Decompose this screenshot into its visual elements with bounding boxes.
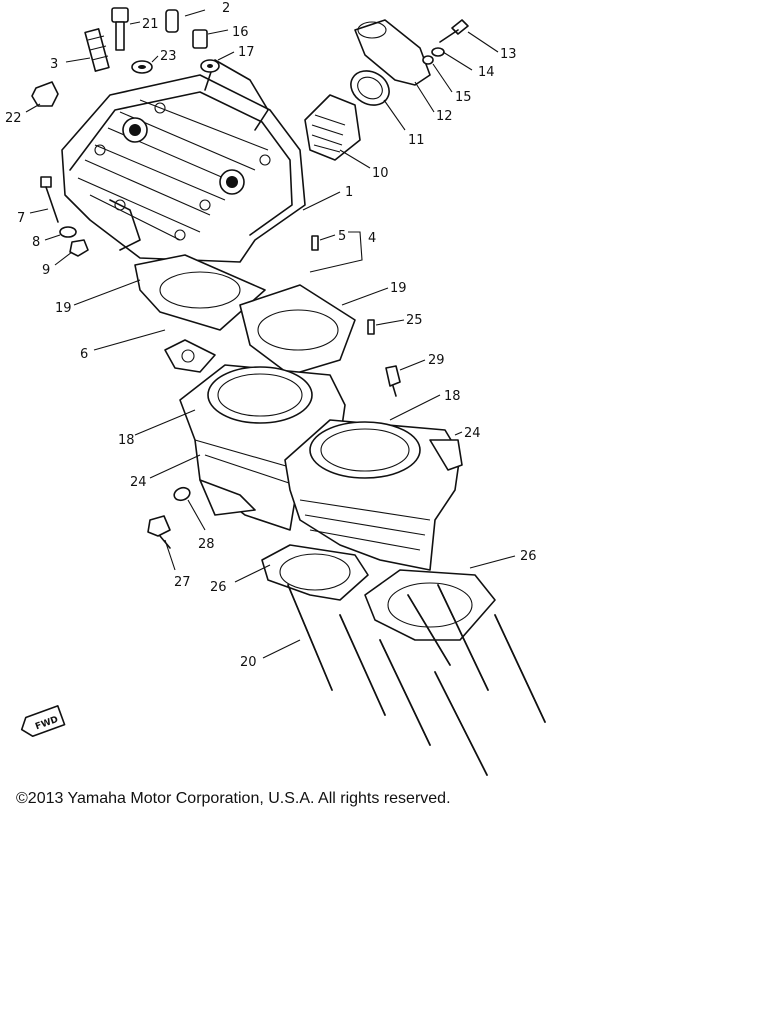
washer-23: [131, 60, 153, 74]
bolt-13: [439, 19, 469, 43]
label-9: 9: [42, 263, 50, 278]
label-6: 6: [80, 347, 88, 362]
gasket-11: [350, 70, 390, 106]
label-26-right: 26: [520, 549, 537, 564]
label-24-right: 24: [464, 426, 481, 441]
label-14: 14: [478, 65, 495, 80]
head-gasket-19-left: [134, 254, 266, 331]
label-16: 16: [232, 25, 249, 40]
label-11: 11: [408, 133, 425, 148]
label-18-left: 18: [118, 433, 135, 448]
leader-lines: [25, 9, 516, 659]
label-3: 3: [50, 57, 58, 72]
nut-9: [69, 239, 89, 257]
label-7: 7: [17, 211, 25, 226]
plug-29: [385, 365, 401, 397]
label-12: 12: [436, 109, 453, 124]
label-20: 20: [240, 655, 257, 670]
cylinder-24-left: [179, 364, 346, 531]
label-27: 27: [174, 575, 191, 590]
copyright-notice: ©2013 Yamaha Motor Corporation, U.S.A. A…: [16, 790, 451, 807]
label-23: 23: [160, 49, 177, 64]
label-21: 21: [142, 17, 159, 32]
label-4: 4: [368, 231, 376, 246]
bolt-16: [192, 29, 208, 49]
cylinder-24-right: [284, 419, 463, 571]
label-5: 5: [338, 229, 346, 244]
pin-2: [165, 9, 179, 33]
washer-28: [173, 486, 191, 502]
exploded-parts-diagram: 2 21 16 23 17 3 22 13 14 15 12 11 10 1 7…: [5, 1, 546, 776]
bolt-7: [40, 176, 59, 223]
bolt-27: [147, 515, 171, 549]
label-17: 17: [238, 45, 255, 60]
bolt-21: [111, 7, 129, 51]
spring-washer-14: [431, 47, 445, 57]
washer-15: [422, 55, 434, 65]
label-15: 15: [455, 90, 472, 105]
dowel-25: [367, 319, 375, 335]
dowel-5: [311, 235, 319, 251]
base-gasket-26-left: [261, 544, 369, 601]
label-24-left: 24: [130, 475, 147, 490]
stud-bolts-20: [287, 584, 546, 776]
spark-plug-3: [84, 28, 110, 72]
label-25: 25: [406, 313, 423, 328]
washer-17: [200, 59, 220, 73]
label-8: 8: [32, 235, 40, 250]
thermostat-10: [304, 94, 361, 161]
cylinder-head: [61, 59, 306, 263]
label-26-left: 26: [210, 580, 227, 595]
nut-22: [31, 81, 59, 107]
label-19-left: 19: [55, 301, 72, 316]
label-13: 13: [500, 47, 517, 62]
label-10: 10: [372, 166, 389, 181]
plate-6: [164, 339, 216, 373]
washer-8: [59, 226, 77, 238]
head-gasket-19-right: [239, 284, 356, 376]
label-1: 1: [345, 185, 353, 200]
label-2: 2: [222, 1, 230, 16]
thermostat-cover-12: [354, 19, 431, 86]
label-29: 29: [428, 353, 445, 368]
label-19-right: 19: [390, 281, 407, 296]
part-number-labels: 2 21 16 23 17 3 22 13 14 15 12 11 10 1 7…: [5, 1, 537, 670]
base-gasket-26-right: [364, 569, 496, 641]
label-18-right: 18: [444, 389, 461, 404]
front-direction-arrow: FWD: [20, 705, 66, 738]
label-22: 22: [5, 111, 22, 126]
label-28: 28: [198, 537, 215, 552]
